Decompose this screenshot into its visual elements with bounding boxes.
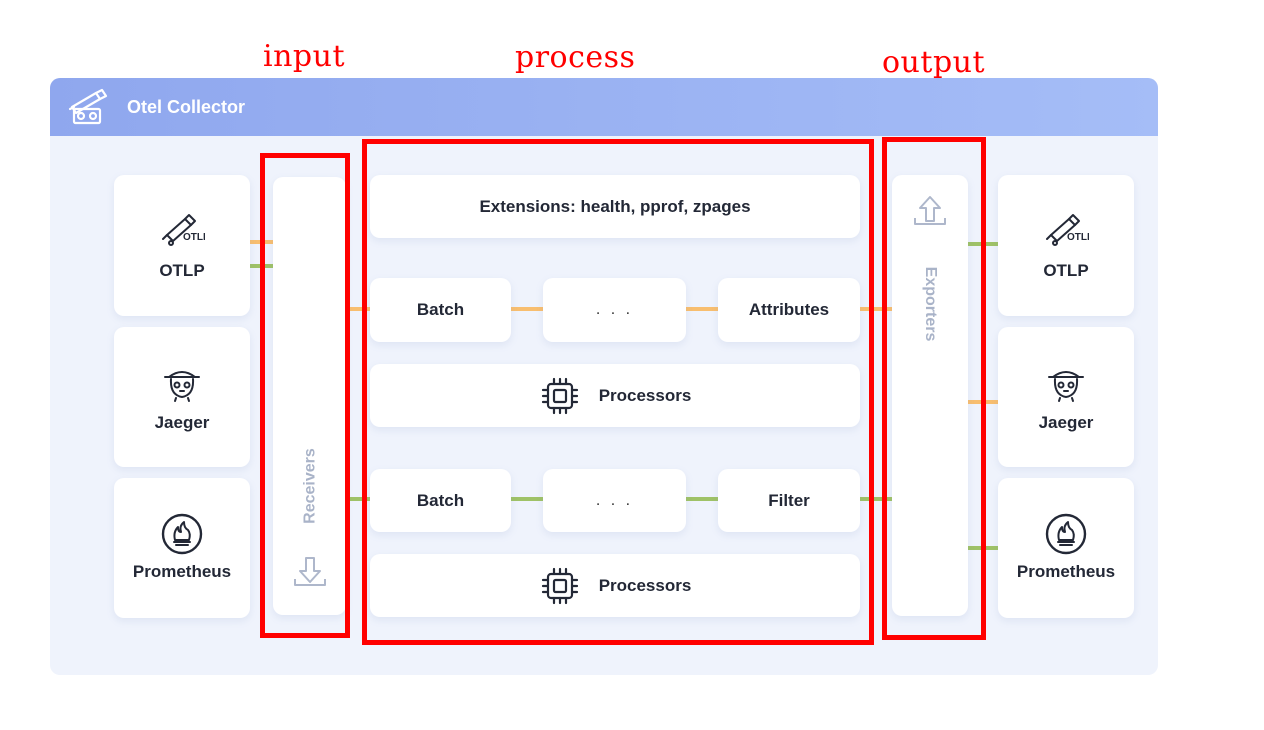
extensions-box: Extensions: health, pprof, zpages xyxy=(370,175,860,238)
pipeline2-processors-row: Processors xyxy=(370,554,860,617)
pipeline2-batch-label: Batch xyxy=(416,490,465,510)
exporters-column: Exporters xyxy=(892,175,968,616)
annotation-process: process xyxy=(515,40,636,75)
destination-label-otlp: OTLP xyxy=(1043,261,1089,280)
pipeline1-ellipsis: . . . xyxy=(543,278,686,342)
prometheus-flame-icon xyxy=(161,513,203,555)
prometheus-flame-icon xyxy=(1045,513,1087,555)
link-dots-attributes xyxy=(686,307,718,311)
jaeger-gopher-icon xyxy=(1048,371,1084,402)
telescope-factory-icon xyxy=(68,88,108,125)
destination-card-otlp: OTLP OTLP xyxy=(998,175,1134,316)
annotation-output: output xyxy=(882,45,986,80)
source-card-prometheus: Prometheus xyxy=(114,478,250,618)
source-label-jaeger: Jaeger xyxy=(154,413,210,432)
source-label-prometheus: Prometheus xyxy=(132,562,232,581)
pipeline2-ellipsis: . . . xyxy=(543,469,686,532)
arrow-down-icon xyxy=(294,557,326,586)
pipeline1-ellipsis-label: . . . xyxy=(595,301,634,318)
jaeger-gopher-icon xyxy=(164,371,200,402)
link-batch-dots-1 xyxy=(511,307,543,311)
link-pipeline1-exporters xyxy=(860,307,892,311)
process-highlight-box xyxy=(362,139,874,645)
receivers-column: Receivers xyxy=(273,177,346,615)
chip-icon xyxy=(541,567,578,604)
input-highlight-box xyxy=(260,153,350,638)
link-dots-filter xyxy=(686,497,718,501)
collector-panel: Otel Collector OTLP OTLP xyxy=(50,78,1158,675)
destination-card-prometheus: Prometheus xyxy=(998,478,1134,618)
annotation-input: input xyxy=(263,39,345,74)
source-label-otlp: OTLP xyxy=(159,261,205,280)
pipeline2-filter: Filter xyxy=(718,469,860,532)
otlp-telescope-icon: OTLP xyxy=(162,214,205,246)
otlp-telescope-icon: OTLP xyxy=(1046,214,1089,246)
collector-title: Otel Collector xyxy=(127,97,246,117)
svg-text:OTLP: OTLP xyxy=(1067,232,1089,243)
link-receivers-pipeline2 xyxy=(346,497,370,501)
chip-icon xyxy=(541,377,578,414)
pipeline2-processors-label: Processors xyxy=(598,575,692,595)
link-batch-dots-2 xyxy=(511,497,543,501)
pipeline1-processors: Processors xyxy=(370,364,860,427)
output-highlight-box xyxy=(882,137,986,640)
arrow-up-icon xyxy=(914,196,946,225)
pipeline2-filter-label: Filter xyxy=(768,490,810,510)
destination-label-jaeger: Jaeger xyxy=(1038,413,1094,432)
link-receivers-pipeline1 xyxy=(346,307,370,311)
pipeline1-batch: Batch xyxy=(370,278,511,342)
extensions-label: Extensions: health, pprof, zpages xyxy=(479,196,751,216)
svg-text:OTLP: OTLP xyxy=(183,232,205,243)
source-card-jaeger: Jaeger xyxy=(114,327,250,467)
pipeline1-attributes-label: Attributes xyxy=(748,300,830,319)
destination-label-prometheus: Prometheus xyxy=(1016,562,1116,581)
pipeline1-attributes: Attributes xyxy=(718,278,860,342)
collector-header: Otel Collector xyxy=(50,78,1158,136)
pipeline2-ellipsis-label: . . . xyxy=(595,491,634,509)
destination-card-jaeger: Jaeger xyxy=(998,327,1134,467)
pipeline2-processors: Processors xyxy=(370,554,860,617)
pipeline1-processors-row: Processors xyxy=(370,364,860,427)
pipeline1-batch-label: Batch xyxy=(416,300,465,319)
pipeline1-processors-label: Processors xyxy=(598,385,692,405)
link-pipeline2-exporters xyxy=(860,497,892,501)
pipeline2-batch: Batch xyxy=(370,469,511,532)
source-card-otlp: OTLP OTLP xyxy=(114,175,250,316)
